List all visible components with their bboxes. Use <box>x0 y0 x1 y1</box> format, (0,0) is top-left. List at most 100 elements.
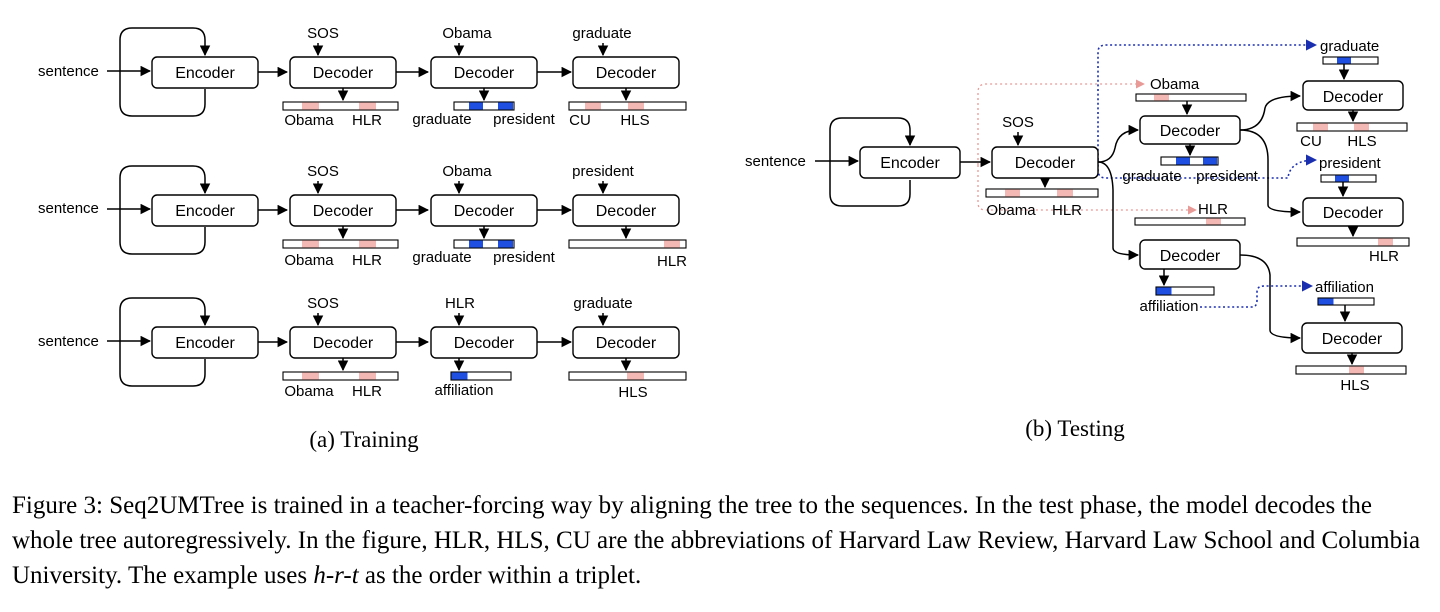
svg-text:HLR: HLR <box>352 383 382 400</box>
decoder-input-token: HLR <box>445 295 475 312</box>
output-vector <box>1155 286 1215 296</box>
head-slot <box>302 102 319 110</box>
output-vector <box>568 239 687 249</box>
svg-text:HLS: HLS <box>1340 377 1369 394</box>
head-slot <box>302 372 319 380</box>
svg-text:HLS: HLS <box>618 384 647 401</box>
branch-token: affiliation <box>1315 279 1374 296</box>
decoder-input-token: Obama <box>442 163 492 180</box>
svg-text:president: president <box>1196 168 1259 185</box>
svg-text:Decoder: Decoder <box>454 203 515 220</box>
svg-text:graduate: graduate <box>412 111 471 128</box>
svg-text:HLR: HLR <box>1052 202 1082 219</box>
output-vector <box>453 239 515 249</box>
head-slot <box>1206 218 1221 225</box>
svg-text:Decoder: Decoder <box>1323 205 1384 222</box>
svg-text:Encoder: Encoder <box>175 203 235 220</box>
training-row-2: sentence Encoder SOS Decoder Obama HLR O… <box>38 163 687 270</box>
svg-text:Encoder: Encoder <box>880 155 940 172</box>
svg-text:HLS: HLS <box>620 112 649 129</box>
head-slot <box>359 102 376 110</box>
head-slot <box>627 372 644 380</box>
svg-text:HLR: HLR <box>657 253 687 270</box>
svg-text:Decoder: Decoder <box>596 203 657 220</box>
branch-token: HLR <box>1198 201 1228 218</box>
testing-tree: sentence Encoder SOS Decoder Obama HLR O… <box>745 38 1410 394</box>
decoder-input-token: Obama <box>442 25 492 42</box>
decoder-input-token: graduate <box>573 295 632 312</box>
head-slot <box>1154 94 1169 101</box>
sentence-input-label: sentence <box>38 63 99 80</box>
branch-token: Obama <box>1150 76 1200 93</box>
output-vector <box>1296 237 1410 247</box>
svg-text:Decoder: Decoder <box>1160 123 1221 140</box>
svg-text:Decoder: Decoder <box>454 335 515 352</box>
head-slot <box>1354 123 1369 131</box>
sentence-input-label: sentence <box>38 333 99 350</box>
decoder-input-token: SOS <box>307 295 339 312</box>
svg-text:Obama: Obama <box>284 383 334 400</box>
branch-token: president <box>1319 155 1382 172</box>
sentence-input-label: sentence <box>38 200 99 217</box>
decoder-input-token: SOS <box>307 25 339 42</box>
svg-text:Decoder: Decoder <box>1160 248 1221 265</box>
head-slot <box>585 102 601 110</box>
relation-slot <box>1176 157 1190 165</box>
output-vector <box>282 371 399 381</box>
seq2umtree-diagram: sentence Encoder SOS Decoder Obama HLR O… <box>38 25 1410 452</box>
svg-text:graduate: graduate <box>1122 168 1181 185</box>
relation-slot <box>498 240 513 248</box>
head-slot <box>664 240 680 248</box>
training-subcaption: (a) Training <box>309 427 419 452</box>
head-slot <box>1313 123 1328 131</box>
svg-text:president: president <box>493 111 556 128</box>
head-slot <box>628 102 644 110</box>
decoder-input-token: graduate <box>572 25 631 42</box>
branch-token: graduate <box>1320 38 1379 55</box>
output-vector <box>985 188 1099 198</box>
training-row-3: sentence Encoder SOS Decoder Obama HLR H… <box>38 295 687 401</box>
output-vector <box>282 239 399 249</box>
output-vector <box>1135 93 1247 102</box>
relation-slot <box>1318 298 1334 305</box>
svg-text:HLR: HLR <box>1369 248 1399 265</box>
relation-slot <box>1335 175 1349 182</box>
head-slot <box>359 372 376 380</box>
output-vector <box>1296 122 1408 132</box>
output-vector <box>1317 297 1375 306</box>
head-slot <box>1057 189 1073 197</box>
sentence-input-label: sentence <box>745 153 806 170</box>
output-vector <box>1134 217 1246 226</box>
svg-text:Obama: Obama <box>986 202 1036 219</box>
svg-text:CU: CU <box>1300 133 1322 150</box>
order-formula: h-r-t <box>313 562 359 589</box>
svg-text:Decoder: Decoder <box>313 65 374 82</box>
relation-slot <box>1337 57 1351 64</box>
svg-text:president: president <box>493 249 556 266</box>
svg-text:Obama: Obama <box>284 112 334 129</box>
svg-text:Encoder: Encoder <box>175 65 235 82</box>
head-slot <box>302 240 319 248</box>
output-vector <box>453 101 515 111</box>
output-vector <box>450 371 512 381</box>
decoder-input-token: SOS <box>307 163 339 180</box>
svg-text:Decoder: Decoder <box>454 65 515 82</box>
svg-text:HLR: HLR <box>352 252 382 269</box>
testing-subcaption: (b) Testing <box>1025 416 1125 441</box>
svg-text:Decoder: Decoder <box>1323 89 1384 106</box>
relation-slot <box>1203 157 1217 165</box>
svg-text:affiliation: affiliation <box>435 382 494 399</box>
svg-text:CU: CU <box>569 112 591 129</box>
svg-text:affiliation: affiliation <box>1140 298 1199 315</box>
training-row-1: sentence Encoder SOS Decoder Obama HLR O… <box>38 25 687 129</box>
svg-text:HLR: HLR <box>352 112 382 129</box>
figure-caption: Figure 3: Seq2UMTree is trained in a tea… <box>12 492 1421 589</box>
relation-slot <box>498 102 513 110</box>
relation-slot <box>1156 287 1172 295</box>
head-slot <box>359 240 376 248</box>
svg-text:graduate: graduate <box>412 249 471 266</box>
decoder-input-token: president <box>572 163 635 180</box>
svg-text:Decoder: Decoder <box>1322 331 1383 348</box>
decoder-input-token: SOS <box>1002 114 1034 131</box>
svg-text:HLS: HLS <box>1347 133 1376 150</box>
